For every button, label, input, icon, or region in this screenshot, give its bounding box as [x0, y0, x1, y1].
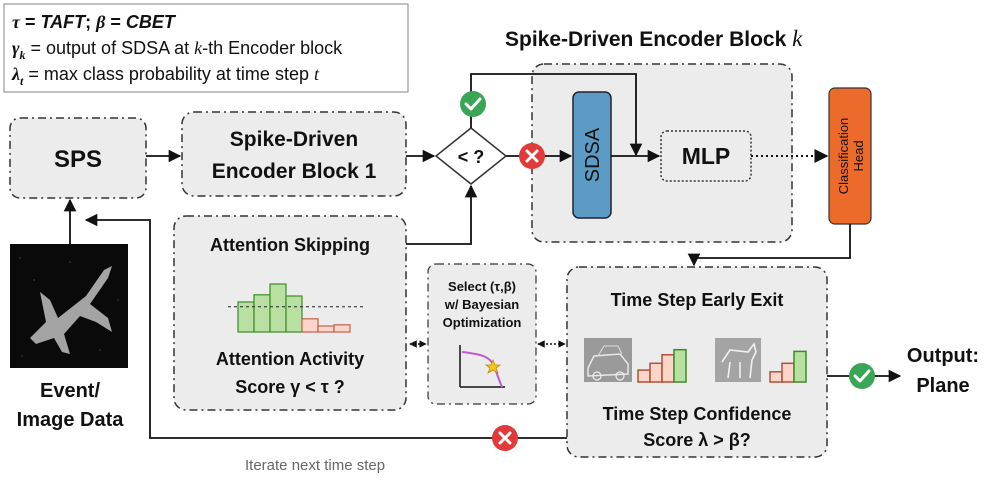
output-label-line1: Output:	[907, 345, 979, 367]
encoder-block-1	[181, 111, 407, 197]
input-label-line2: Image Data	[17, 409, 125, 431]
sps-label: SPS	[54, 146, 102, 173]
bayesian-line2: w/ Bayesian	[444, 297, 519, 312]
horse-thumbnail	[715, 338, 761, 382]
bayesian-box	[427, 263, 537, 405]
decision-diamond	[434, 127, 508, 185]
attention-bar	[333, 324, 351, 333]
arrow-iterate-loop	[84, 213, 567, 439]
encoder-block-1-line1: Spike-Driven	[230, 128, 358, 151]
input-label-line1: Event/	[40, 380, 100, 402]
early-exit-title: Time Step Early Exit	[611, 290, 784, 310]
early-exit-line2: Score λ > β?	[643, 430, 751, 450]
confidence-bar	[673, 348, 687, 383]
cbet-label: CBET	[126, 12, 177, 32]
car-thumbnail	[584, 338, 632, 382]
encoder-block-1-line2: Encoder Block 1	[212, 160, 377, 183]
arrow-head-earlyexit	[687, 224, 851, 267]
svg-text:λt = max class probability at: λt = max class probability at time step …	[11, 64, 320, 88]
tau-symbol: τ	[12, 12, 21, 32]
confidence-bars-b	[769, 350, 807, 383]
gamma-symbol: γ	[12, 38, 20, 58]
output-label-line2: Plane	[916, 375, 969, 397]
cross-icon	[519, 143, 545, 169]
lambda-symbol: λ	[11, 64, 20, 84]
encoder-k-title: Spike-Driven Encoder Block k	[505, 26, 803, 51]
confidence-bar	[661, 354, 675, 383]
legend-box: τ = TAFT; β = CBET γk = output of SDSA a…	[3, 3, 409, 93]
svg-text:τ = TAFT; β = CBET: τ = TAFT; β = CBET	[12, 12, 177, 32]
early-exit-line1: Time Step Confidence	[603, 404, 792, 424]
attention-activity-line2: Score γ < τ ?	[235, 377, 345, 397]
classification-head-line2: Head	[851, 140, 866, 171]
mlp-label: MLP	[682, 143, 731, 169]
attention-bar	[285, 295, 303, 333]
check-icon	[849, 363, 875, 389]
taft-label: TAFT	[41, 12, 88, 32]
confidence-bar	[637, 369, 651, 383]
confidence-bar	[793, 350, 807, 383]
early-exit-box	[566, 266, 828, 458]
bayesian-optimization-plot	[459, 345, 505, 388]
decision-label: < ?	[458, 147, 485, 167]
check-icon	[460, 91, 486, 117]
attention-activity-chart	[228, 283, 364, 333]
bayesian-line1: Select (τ,β)	[448, 279, 516, 294]
attention-activity-line1: Attention Activity	[216, 349, 364, 369]
sdsa-block	[572, 91, 612, 219]
star-icon	[484, 358, 502, 374]
iterate-label: Iterate next time step	[245, 457, 385, 474]
arrow-attention-decision	[406, 184, 478, 245]
attention-bar	[317, 325, 335, 333]
confidence-bars-a	[637, 348, 687, 383]
sdsa-label: SDSA	[582, 127, 604, 182]
bayesian-line3: Optimization	[443, 315, 522, 330]
gamma-definition: = output of SDSA at	[26, 38, 195, 58]
attention-bar	[253, 294, 271, 333]
attention-bar	[269, 283, 287, 333]
confidence-bar	[649, 362, 663, 383]
beta-symbol: β	[95, 12, 106, 32]
cross-icon	[492, 425, 518, 451]
attention-skipping-title: Attention Skipping	[210, 235, 370, 255]
event-image-thumbnail	[10, 244, 128, 368]
mlp-block	[660, 130, 752, 182]
lambda-definition: = max class probability at time step	[23, 64, 314, 84]
classification-head-line1: Classification	[836, 118, 851, 195]
confidence-bar	[769, 371, 783, 383]
confidence-bar	[781, 362, 795, 383]
sps-box	[9, 117, 147, 199]
svg-text:γk = output of SDSA at k-th En: γk = output of SDSA at k-th Encoder bloc…	[12, 38, 343, 62]
attention-bar	[301, 318, 319, 333]
